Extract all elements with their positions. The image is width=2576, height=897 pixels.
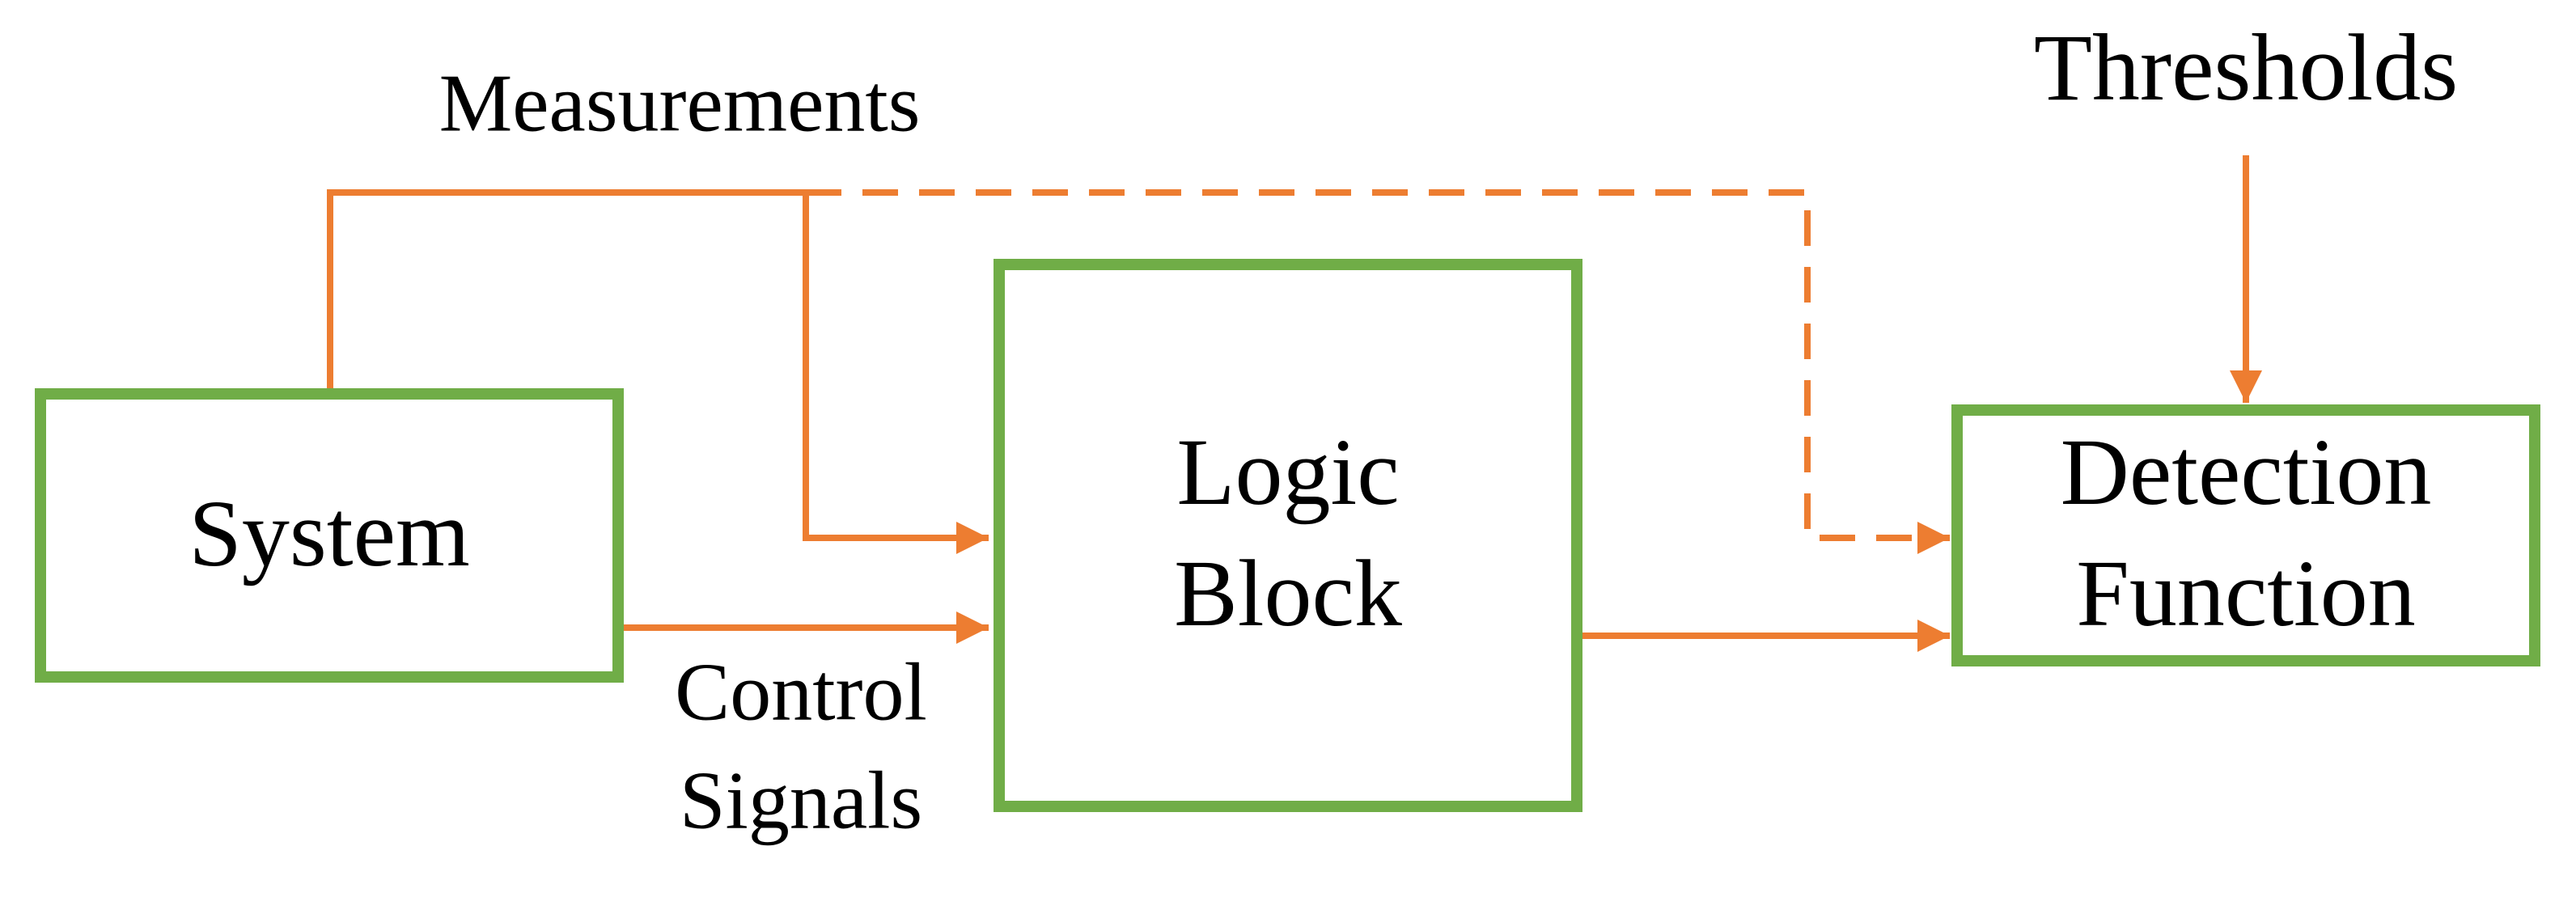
logic-block-label-line2: Block (1174, 540, 1402, 646)
thresholds-label: Thresholds (2034, 15, 2458, 121)
measurements-to-detection-dashed-arrow (806, 189, 1950, 554)
control-signals-label-line1: Control (675, 646, 927, 738)
logic-block-label-line1: Logic (1176, 419, 1399, 525)
system-box (35, 388, 624, 683)
measurements-label: Measurements (439, 57, 921, 149)
detection-function-label-line1: Detection (2061, 419, 2432, 525)
detection-function-label-line2: Function (2076, 540, 2416, 646)
control-signals-label-line2: Signals (680, 755, 922, 846)
detection-function-box (1951, 404, 2540, 666)
logic-block-box (994, 259, 1582, 812)
measurements-trunk-line (327, 189, 806, 390)
system-label: System (189, 480, 470, 586)
measurements-to-logic-arrow (803, 193, 989, 554)
